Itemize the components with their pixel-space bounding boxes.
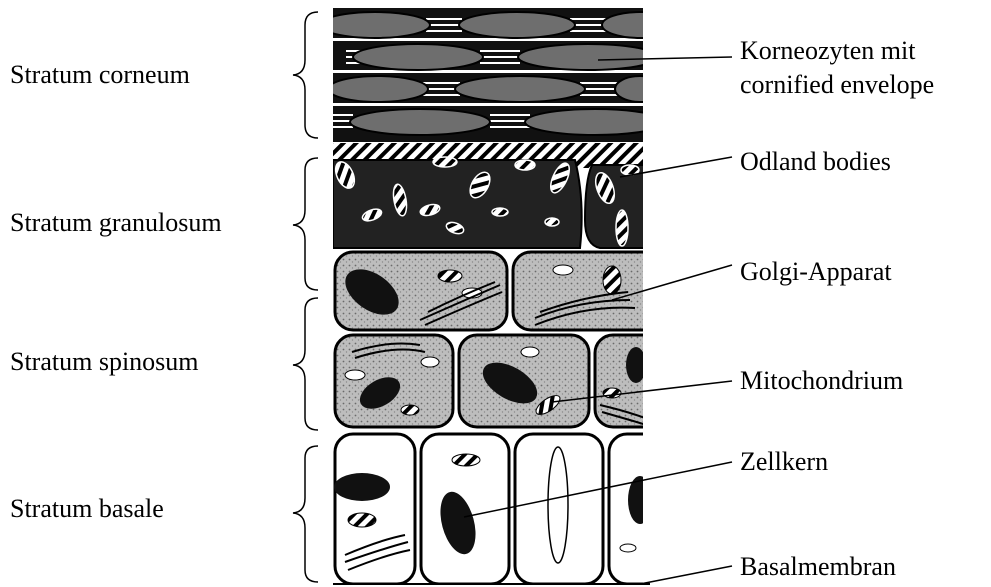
brace-corneum xyxy=(293,12,318,138)
brace-granulosum xyxy=(293,158,318,290)
label-stratum-spinosum: Stratum spinosum xyxy=(10,347,199,377)
label-korneozyten-line2: cornified envelope xyxy=(740,70,934,100)
leader-basal xyxy=(640,566,732,584)
spinosum-cells xyxy=(335,335,665,427)
label-zellkern: Zellkern xyxy=(740,447,828,477)
label-korneozyten-line1: Korneozyten mit xyxy=(740,36,915,66)
label-stratum-corneum: Stratum corneum xyxy=(10,60,190,90)
label-stratum-granulosum: Stratum granulosum xyxy=(10,208,222,238)
layer-braces xyxy=(293,12,318,582)
label-mitochondrium: Mitochondrium xyxy=(740,366,903,396)
label-odland-bodies: Odland bodies xyxy=(740,147,891,177)
label-basalmembran: Basalmembran xyxy=(740,552,896,582)
brace-basale xyxy=(293,446,318,582)
spinous-upper-row xyxy=(335,252,663,330)
label-stratum-basale: Stratum basale xyxy=(10,494,164,524)
brace-spinosum xyxy=(293,298,318,430)
granular-cell xyxy=(333,160,582,248)
label-golgi-apparat: Golgi-Apparat xyxy=(740,257,892,287)
